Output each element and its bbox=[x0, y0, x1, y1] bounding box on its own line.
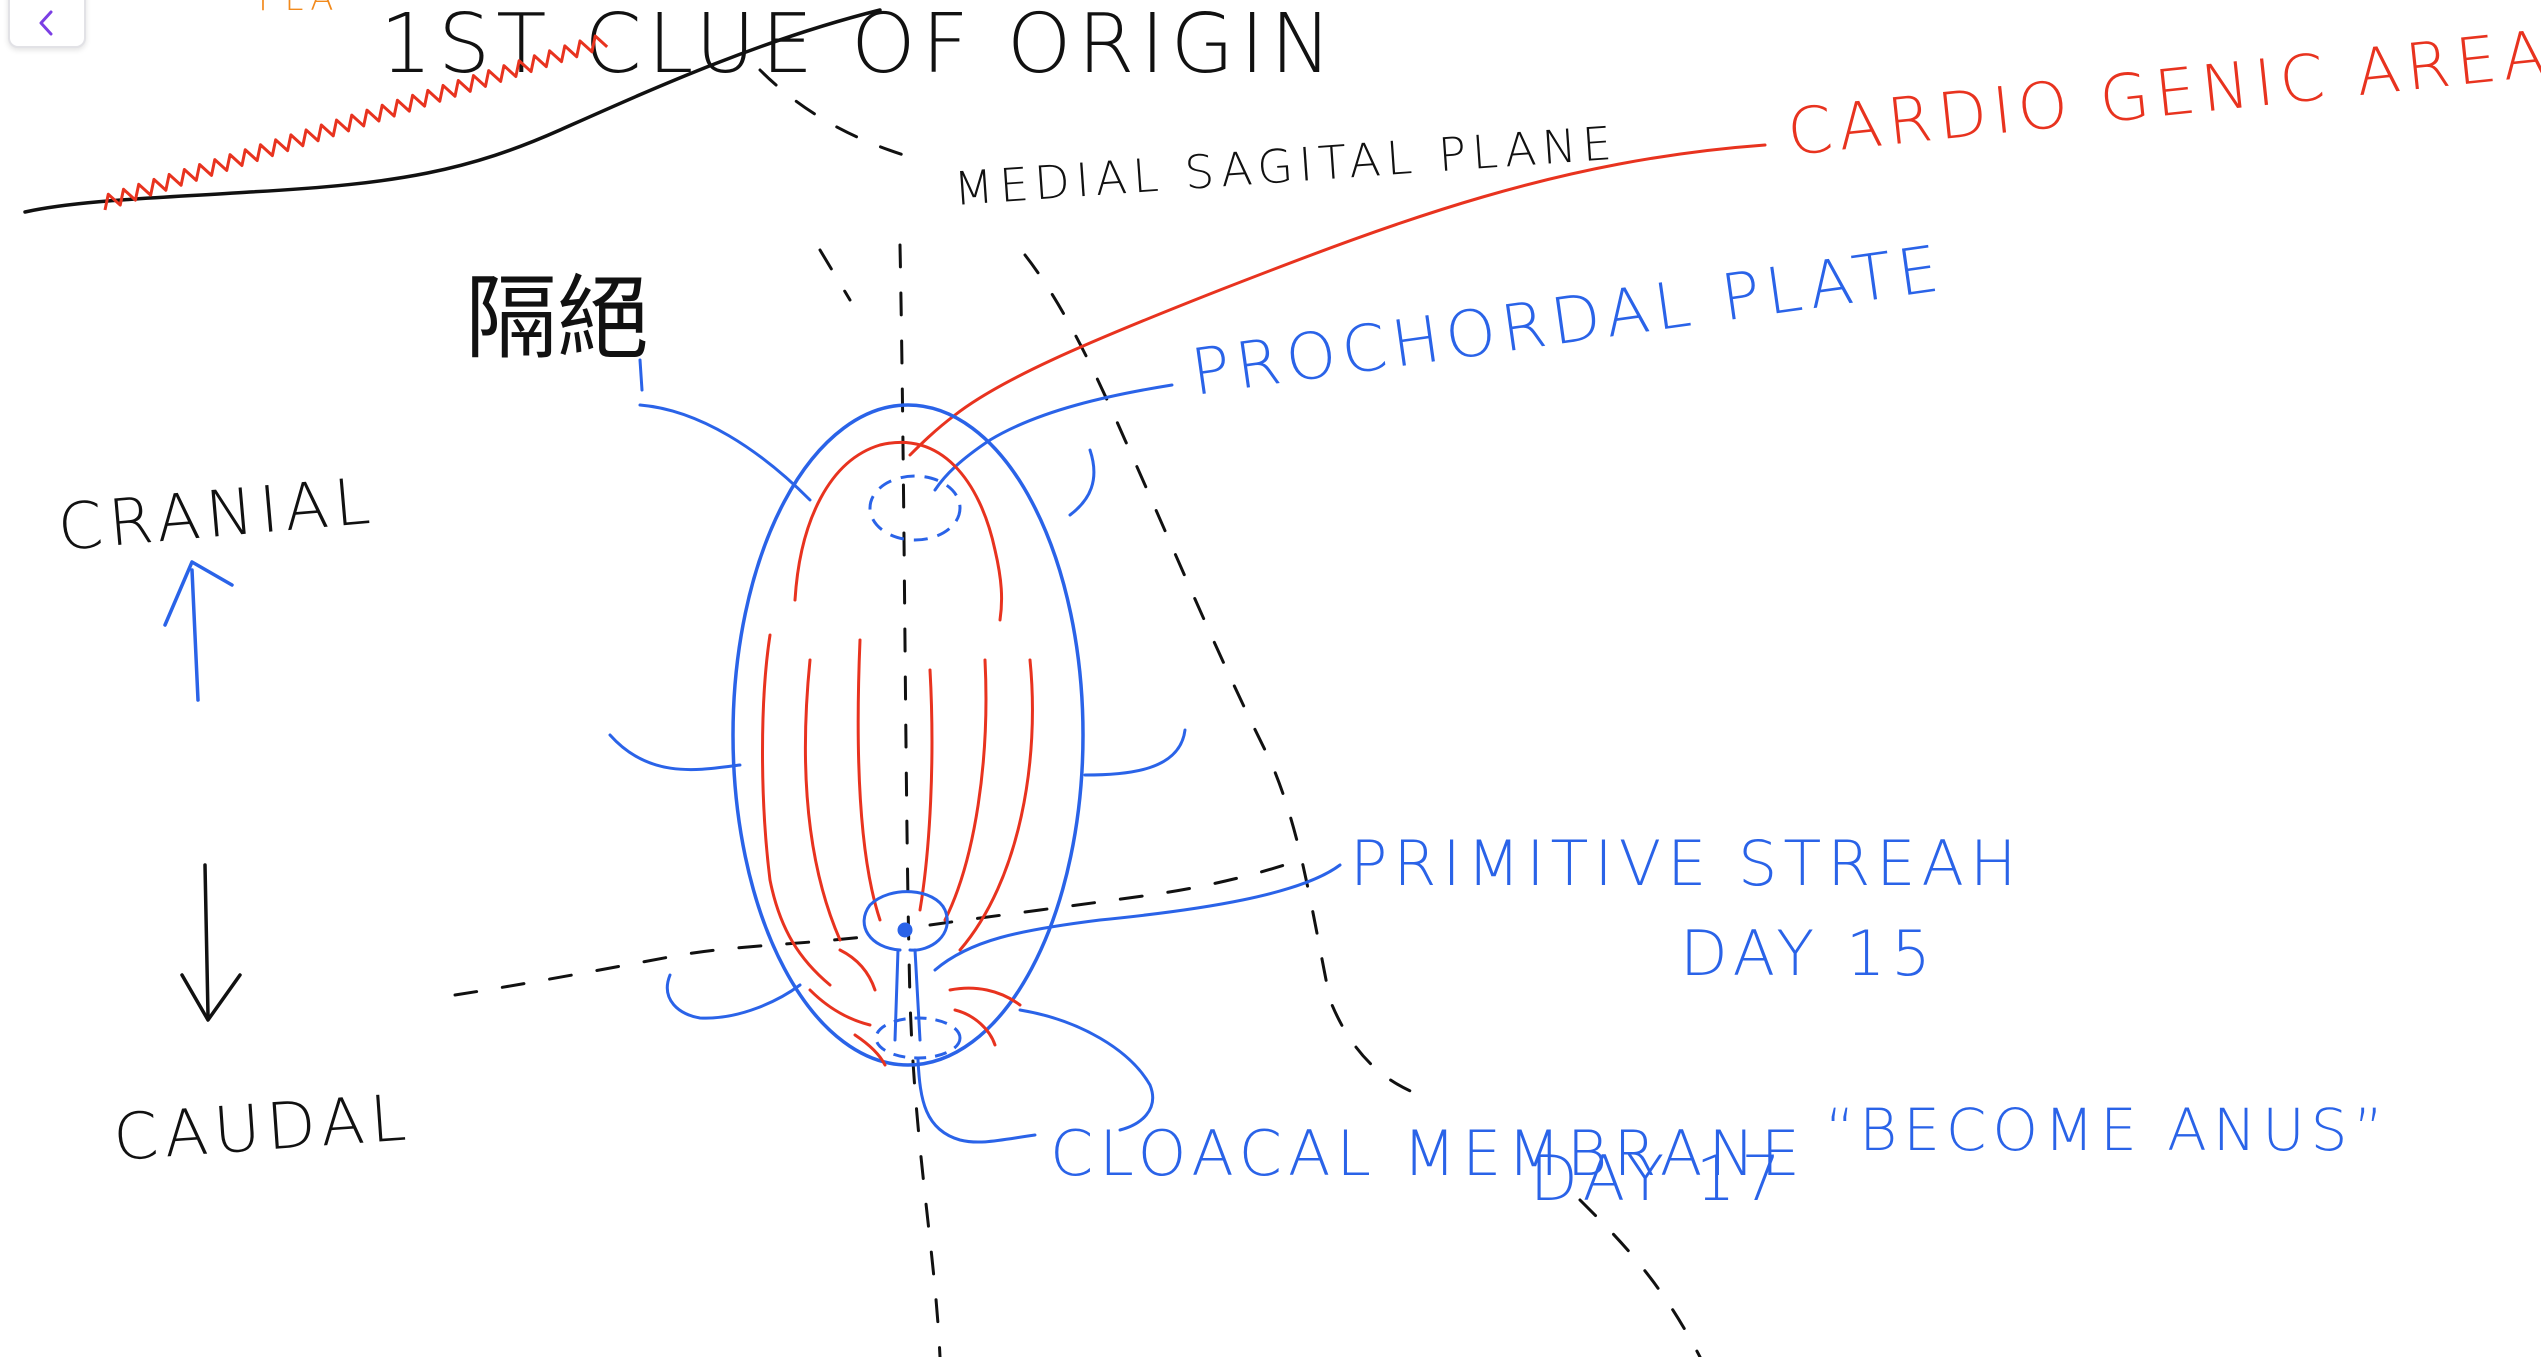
blue-margin-strokes bbox=[608, 358, 1187, 1132]
dashed-lines bbox=[453, 68, 1702, 1357]
caudal-label: CAUDAL bbox=[111, 1081, 414, 1176]
primitive-streak-leader bbox=[933, 863, 1342, 972]
become-anus-label: “BECOME ANUS” bbox=[1825, 1096, 2390, 1164]
primitive-day-label: DAY 15 bbox=[1680, 917, 1937, 990]
prochordal-plate-mark bbox=[868, 474, 962, 542]
cardiogenic-leader bbox=[908, 143, 1767, 457]
back-button[interactable] bbox=[8, 0, 86, 48]
cranial-arrow bbox=[163, 560, 234, 702]
title-scribble bbox=[103, 34, 609, 211]
cranial-label: CRANIAL bbox=[55, 464, 379, 565]
cloacal-label: CLOACAL MEMBRANE bbox=[1050, 1117, 1806, 1190]
prochordal-leader bbox=[933, 383, 1174, 492]
chinese-note: 隔絕 bbox=[465, 265, 649, 372]
cloacal-membrane-mark bbox=[874, 1016, 962, 1060]
primitive-streak-label: PRIMITIVE STREAH bbox=[1350, 827, 2023, 900]
cloacal-day-label: DAY 17 bbox=[1530, 1142, 1787, 1215]
primitive-streak-mark bbox=[862, 890, 949, 1042]
cloacal-leader bbox=[916, 1058, 1037, 1144]
median-plane-label: MEDIAL SAGITAL PLANE bbox=[952, 116, 1619, 216]
title-stroke: 1ST CLUE OF ORIGIN PLA bbox=[258, 0, 1332, 92]
cardiogenic-strokes bbox=[761, 440, 1034, 1067]
embryonic-disc bbox=[731, 403, 1085, 1067]
corner-partial: PLA bbox=[258, 0, 339, 19]
cardiogenic-label: CARDIO GENIC AREA bbox=[1784, 17, 2541, 171]
caudal-arrow bbox=[180, 863, 242, 1022]
chevron-left-icon bbox=[39, 10, 53, 36]
